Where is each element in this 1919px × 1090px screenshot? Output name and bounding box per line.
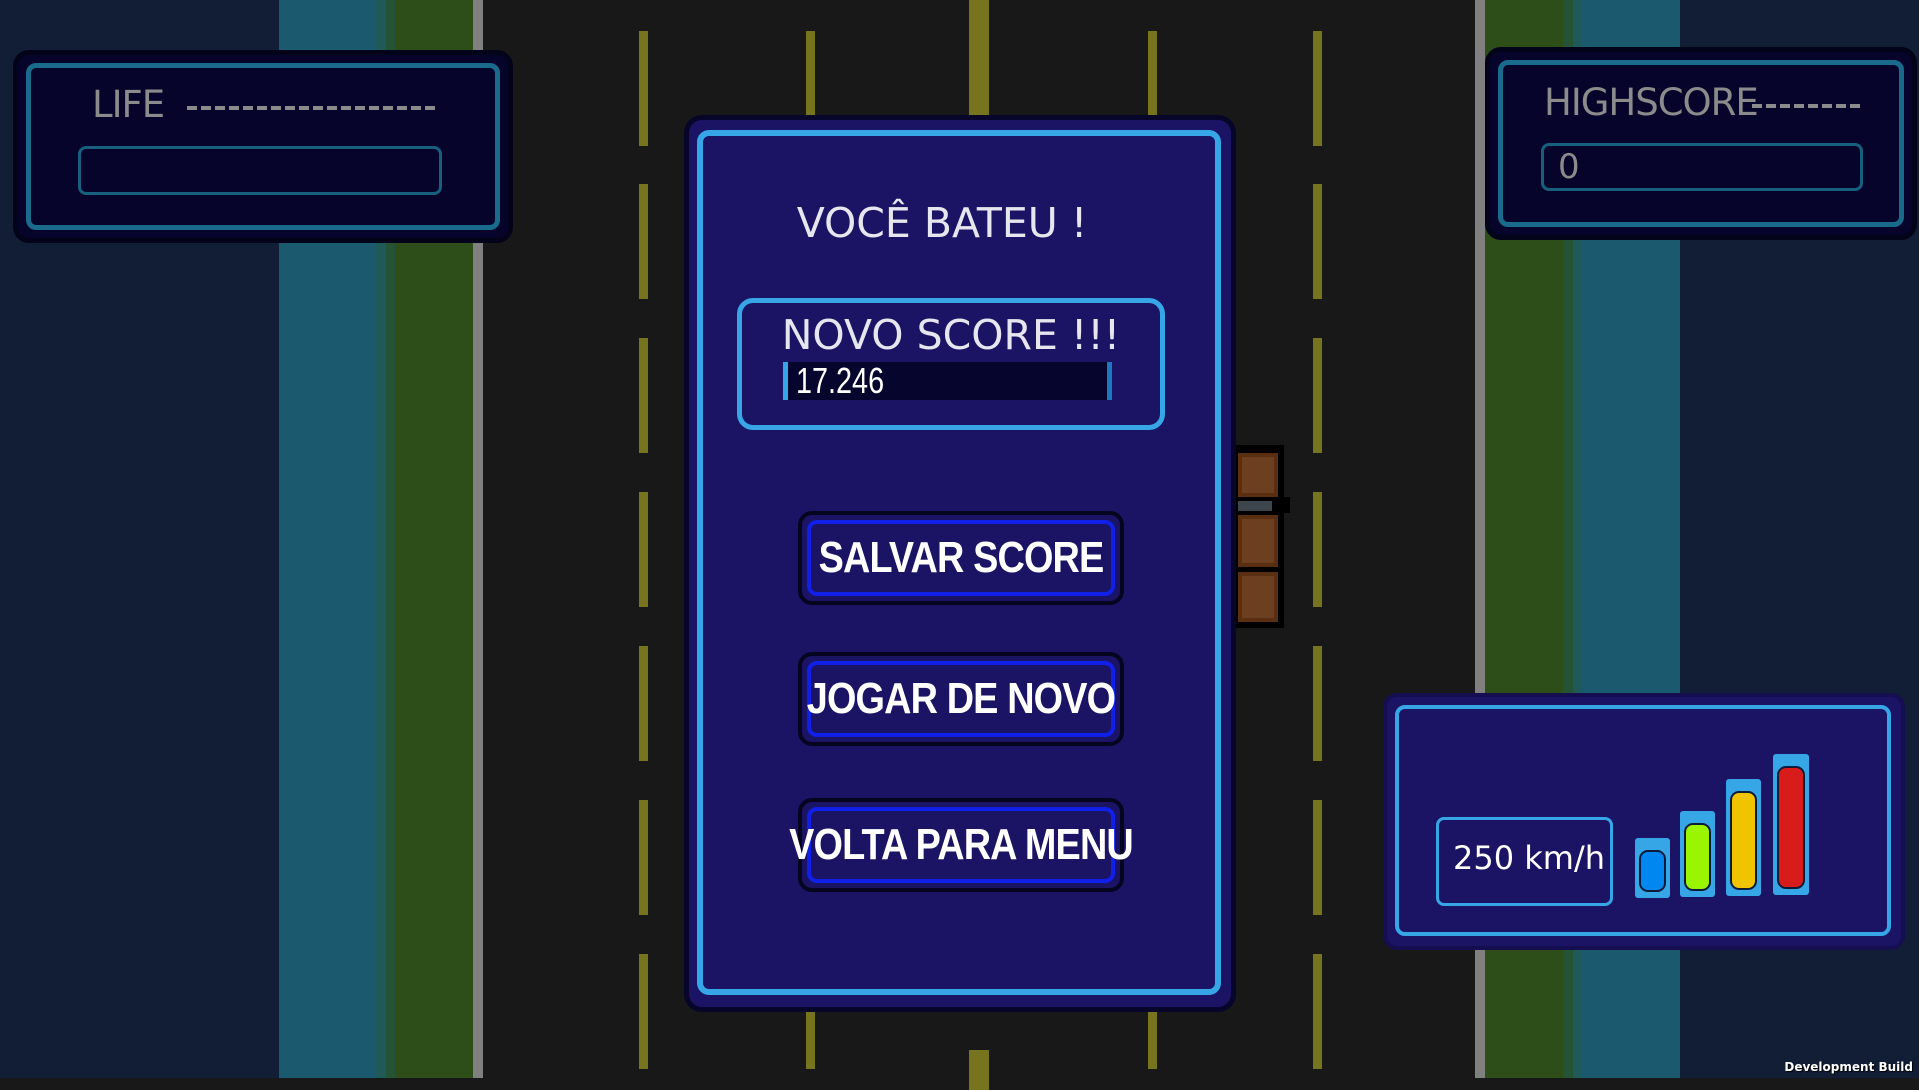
highscore-value: 0 [1558, 147, 1580, 187]
speed-bar-3-fill [1730, 791, 1757, 890]
new-score-label: NOVO SCORE !!! [781, 311, 1121, 359]
life-dashes [187, 106, 437, 110]
save-score-label: SALVAR SCORE [818, 533, 1105, 582]
play-again-button[interactable]: JOGAR DE NOVO [798, 652, 1124, 746]
shore-right-2 [1573, 0, 1582, 1078]
score-field: 17.246 [783, 362, 1112, 400]
score-value: 17.246 [796, 360, 885, 401]
shore-right-1 [1563, 0, 1573, 1078]
speed-bar-2-fill [1684, 823, 1711, 891]
speed-bar-1-fill [1639, 850, 1666, 892]
highscore-dashes [1752, 104, 1862, 108]
highscore-label: HIGHSCORE [1544, 81, 1759, 124]
shore-left-1 [376, 0, 386, 1078]
speed-bar-4 [1773, 754, 1809, 895]
speed-value-box [1436, 817, 1613, 906]
speed-bar-1 [1635, 838, 1670, 898]
speed-value: 250 km/h [1453, 839, 1606, 877]
new-score-box: NOVO SCORE !!! [737, 298, 1165, 430]
curb-right [1475, 0, 1485, 1078]
back-to-menu-label: VOLTA PARA MENU [789, 820, 1134, 869]
highscore-field: 0 [1541, 143, 1863, 191]
life-bar [78, 146, 442, 195]
lane-mark-4 [1313, 0, 1322, 1078]
life-label: LIFE [92, 83, 165, 126]
speedometer-panel [1383, 693, 1905, 950]
speed-bar-2 [1680, 811, 1715, 897]
save-score-button[interactable]: SALVAR SCORE [798, 511, 1124, 605]
play-again-label: JOGAR DE NOVO [806, 674, 1116, 723]
speed-bar-4-fill [1777, 766, 1805, 889]
speed-bar-3 [1726, 779, 1761, 896]
shore-left-2 [386, 0, 395, 1078]
development-build-label: Development Build [1784, 1060, 1913, 1074]
lane-mark-1 [639, 0, 648, 1078]
back-to-menu-button[interactable]: VOLTA PARA MENU [789, 798, 1134, 892]
curb-left [473, 0, 483, 1078]
crash-title: VOCÊ BATEU ! [796, 199, 1088, 247]
truck-sprite [1232, 445, 1290, 628]
